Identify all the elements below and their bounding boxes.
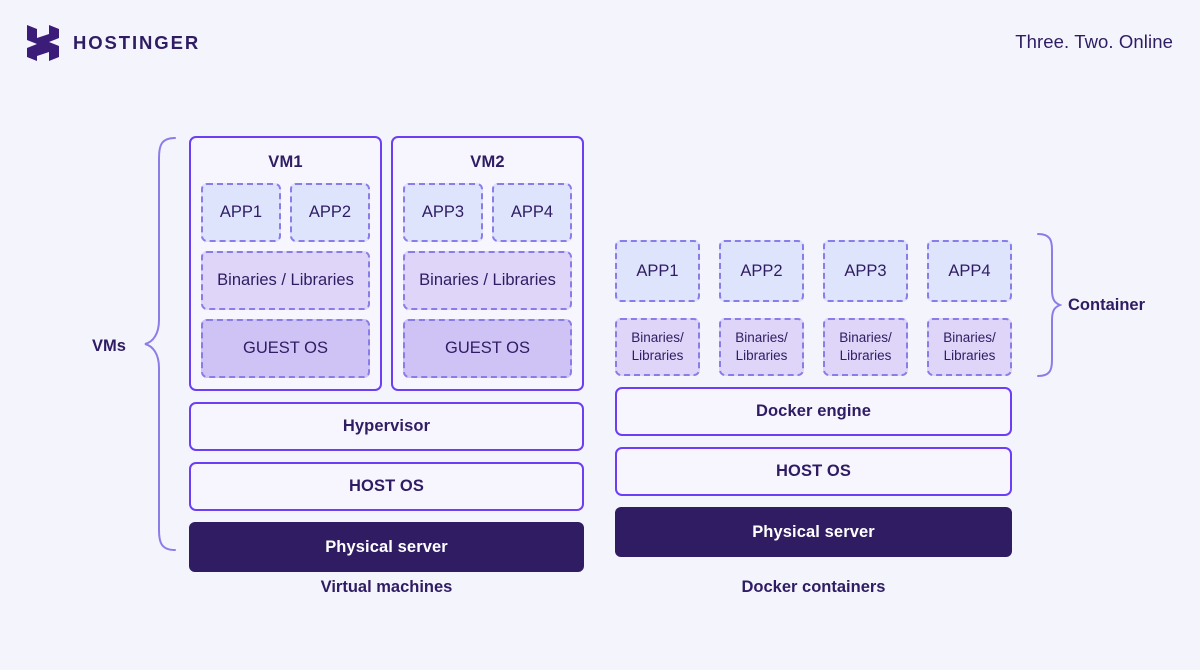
hypervisor-bar[interactable]: Hypervisor bbox=[189, 402, 584, 451]
docker-engine-bar[interactable]: Docker engine bbox=[615, 387, 1012, 436]
docker-containers-stack: APP1 Binaries/ Libraries APP2 Binaries/ … bbox=[615, 136, 1012, 557]
binaries-libraries-box[interactable]: Binaries/ Libraries bbox=[615, 318, 700, 376]
binaries-libraries-box[interactable]: Binaries / Libraries bbox=[201, 251, 370, 310]
binaries-libraries-box[interactable]: Binaries/ Libraries bbox=[719, 318, 804, 376]
vm-app-row: APP1 APP2 bbox=[201, 183, 370, 242]
app-box[interactable]: APP4 bbox=[492, 183, 572, 242]
brand: HOSTINGER bbox=[26, 24, 200, 62]
caption-docker-containers: Docker containers bbox=[741, 578, 886, 596]
binaries-libraries-box[interactable]: Binaries/ Libraries bbox=[927, 318, 1012, 376]
vm-title: VM2 bbox=[470, 153, 505, 171]
vm-row: VM1 APP1 APP2 Binaries / Libraries GUEST… bbox=[189, 136, 584, 391]
vms-brace bbox=[143, 136, 177, 557]
binaries-libraries-box[interactable]: Binaries/ Libraries bbox=[823, 318, 908, 376]
app-box[interactable]: APP4 bbox=[927, 240, 1012, 302]
app-box[interactable]: APP3 bbox=[403, 183, 483, 242]
caption-virtual-machines: Virtual machines bbox=[320, 578, 453, 596]
app-box[interactable]: APP3 bbox=[823, 240, 908, 302]
container-brace bbox=[1036, 232, 1063, 383]
app-box[interactable]: APP1 bbox=[615, 240, 700, 302]
vm-box-1[interactable]: VM1 APP1 APP2 Binaries / Libraries GUEST… bbox=[189, 136, 382, 391]
docker-container-2[interactable]: APP2 Binaries/ Libraries bbox=[719, 240, 804, 376]
docker-container-4[interactable]: APP4 Binaries/ Libraries bbox=[927, 240, 1012, 376]
docker-container-1[interactable]: APP1 Binaries/ Libraries bbox=[615, 240, 700, 376]
app-box[interactable]: APP2 bbox=[719, 240, 804, 302]
physical-server-bar-right[interactable]: Physical server bbox=[615, 507, 1012, 557]
vms-group-label: VMs bbox=[92, 337, 126, 355]
host-os-bar-left[interactable]: HOST OS bbox=[189, 462, 584, 511]
virtual-machines-stack: VM1 APP1 APP2 Binaries / Libraries GUEST… bbox=[189, 136, 584, 572]
vm-title: VM1 bbox=[268, 153, 303, 171]
vm-box-2[interactable]: VM2 APP3 APP4 Binaries / Libraries GUEST… bbox=[391, 136, 584, 391]
tagline: Three. Two. Online bbox=[1015, 31, 1173, 52]
docker-top-spacer bbox=[615, 136, 1012, 240]
docker-container-3[interactable]: APP3 Binaries/ Libraries bbox=[823, 240, 908, 376]
docker-container-row: APP1 Binaries/ Libraries APP2 Binaries/ … bbox=[615, 240, 1012, 376]
brand-name: HOSTINGER bbox=[73, 32, 201, 53]
host-os-bar-right[interactable]: HOST OS bbox=[615, 447, 1012, 496]
guest-os-box[interactable]: GUEST OS bbox=[403, 319, 572, 378]
app-box[interactable]: APP2 bbox=[290, 183, 370, 242]
vm-app-row: APP3 APP4 bbox=[403, 183, 572, 242]
container-group-label: Container bbox=[1068, 296, 1146, 314]
guest-os-box[interactable]: GUEST OS bbox=[201, 319, 370, 378]
hostinger-h-logo-icon bbox=[26, 24, 60, 62]
physical-server-bar-left[interactable]: Physical server bbox=[189, 522, 584, 572]
app-box[interactable]: APP1 bbox=[201, 183, 281, 242]
binaries-libraries-box[interactable]: Binaries / Libraries bbox=[403, 251, 572, 310]
